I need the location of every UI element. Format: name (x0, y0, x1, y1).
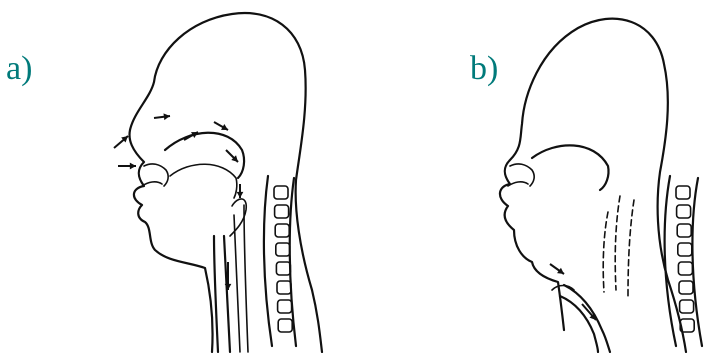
esophagus-a (234, 205, 248, 352)
arrow-head (130, 163, 136, 170)
vertebra (278, 300, 292, 313)
arrow-head (237, 192, 244, 198)
spine-b (665, 176, 702, 346)
panel-b: b) (364, 0, 727, 353)
tongue-a (170, 164, 237, 198)
blocked-airway-b (603, 196, 634, 296)
lips-a (142, 164, 168, 186)
vertebra (680, 300, 694, 313)
trachea-b (560, 285, 610, 352)
vertebra (677, 224, 691, 237)
vertebra (278, 319, 292, 332)
vertebra (678, 243, 692, 256)
vertebra (274, 186, 288, 199)
trachea-a (214, 236, 230, 352)
vertebrae-b (676, 186, 694, 332)
vertebra (676, 186, 690, 199)
head-airflow-illustration-a (0, 0, 364, 353)
vertebra (679, 281, 693, 294)
vertebra (277, 281, 291, 294)
panel-a: a) (0, 0, 364, 353)
palate-b (532, 145, 609, 190)
vertebra (276, 243, 290, 256)
vertebra (275, 224, 289, 237)
head-airflow-illustration-b (364, 0, 727, 353)
head-outline-b (500, 19, 686, 352)
lips-b (508, 164, 534, 186)
airflow-arrows-b (550, 264, 596, 320)
vertebra (677, 205, 691, 218)
vertebra (678, 262, 692, 275)
vertebra (275, 205, 289, 218)
vertebra (276, 262, 290, 275)
